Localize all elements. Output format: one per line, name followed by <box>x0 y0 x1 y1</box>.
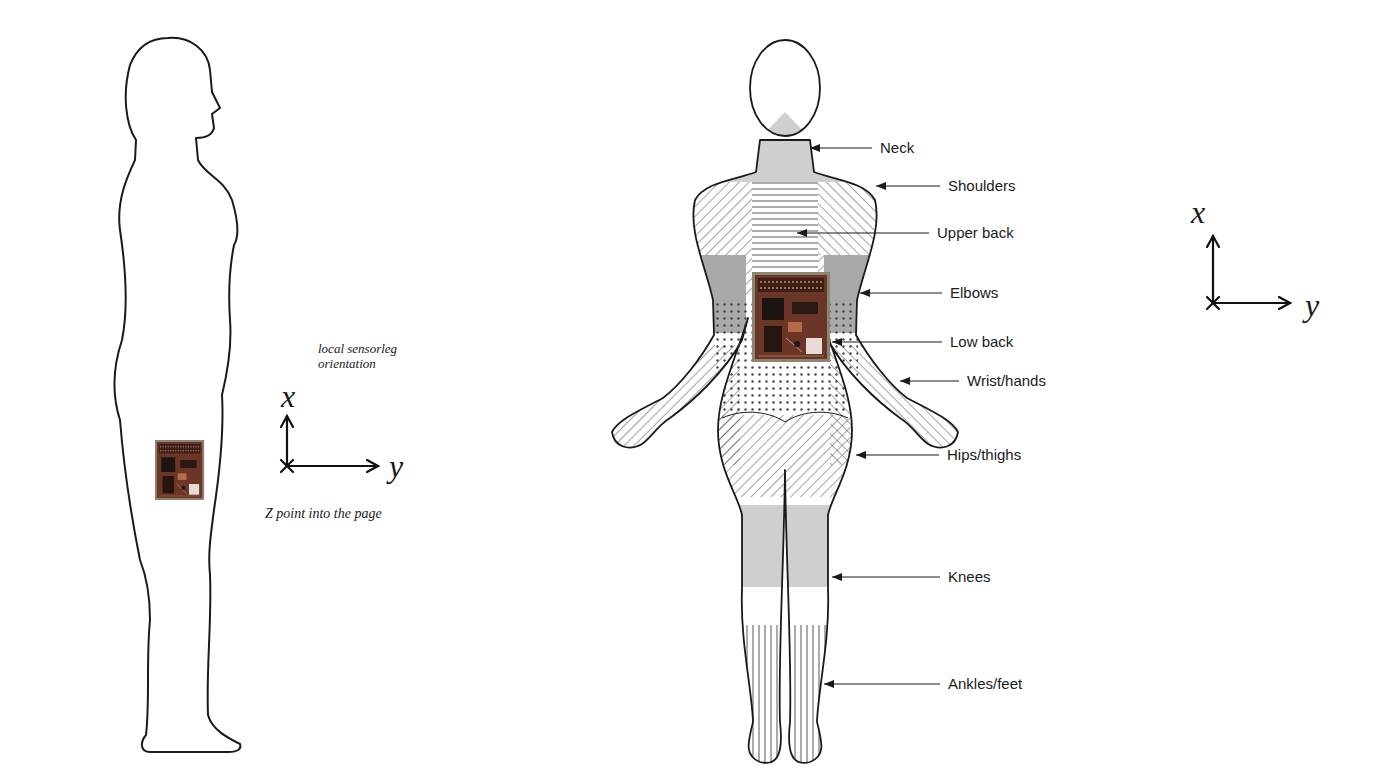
handwritten-note: Z point into the page <box>265 506 382 522</box>
axis-arrows <box>1207 236 1290 309</box>
region-label: Shoulders <box>948 177 1016 194</box>
back-view-body <box>600 40 985 775</box>
leader-arrows <box>797 148 959 684</box>
axis-arrows <box>281 416 378 472</box>
axis-label: x <box>1191 194 1205 231</box>
handwritten-note: local sensorleg orientation <box>318 342 418 372</box>
profile-silhouette <box>114 38 240 752</box>
region-label: Wrist/hands <box>967 372 1046 389</box>
sensor-board <box>752 272 830 362</box>
region-label: Upper back <box>937 224 1014 241</box>
region-label: Low back <box>950 333 1013 350</box>
region-label: Neck <box>880 139 914 156</box>
axis-label: x <box>281 378 295 415</box>
sensor-board <box>155 440 204 500</box>
axis-label: y <box>1305 287 1319 324</box>
region-label: Knees <box>948 568 991 585</box>
region-label: Hips/thighs <box>947 446 1021 463</box>
region-label: Ankles/feet <box>948 675 1022 692</box>
region-label: Elbows <box>950 284 998 301</box>
axis-label: y <box>389 448 403 485</box>
